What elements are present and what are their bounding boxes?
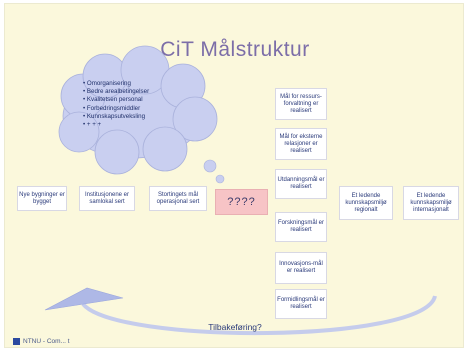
box-external-relations: Mål for eksterne relasjoner er realisert — [275, 128, 327, 160]
footer-text: NTNU - Com... t — [23, 338, 70, 345]
cloud-item: • Forbedringsmiddler — [83, 104, 141, 112]
cloud-item: • Kunnskapsutveksling — [83, 112, 146, 120]
feedback-arrow — [81, 295, 437, 336]
box-unknown: ???? — [215, 189, 268, 215]
box-education-goal: Utdanningsmål er realisert — [275, 169, 327, 199]
slide: CiT Målstruktur • Omorganisering • Bedre… — [4, 3, 464, 348]
cloud-item: • Omorganisering — [83, 80, 131, 87]
box-resource-management: Mål for ressurs-forvaltning er realisert — [275, 88, 327, 120]
footer: NTNU - Com... t — [13, 338, 70, 345]
cloud-item: • Bedre arealbetingelser — [83, 88, 150, 96]
thought-dots — [203, 159, 225, 184]
box-new-buildings: Nye bygninger er bygget — [17, 186, 67, 211]
diagram-graphics — [44, 45, 437, 336]
cloud-item: • Kvalitetsen personal — [83, 96, 143, 104]
ntnu-logo-icon — [13, 338, 20, 345]
box-regional-leader: Et ledende kunnskapsmiljø regionalt — [339, 186, 393, 220]
box-innovation-goal: Innovasjons-mål er realisert — [275, 252, 327, 284]
thought-cloud — [58, 45, 218, 175]
feedback-label: Tilbakeføring? — [208, 322, 262, 332]
cloud-item: • + + + — [83, 121, 102, 129]
box-dissemination-goal: Formidlingsmål er realisert — [275, 289, 327, 319]
box-international-leader: Et ledende kunnskapsmiljø internasjonalt — [403, 186, 459, 220]
box-institutions-colocated: Institusjonene er samlokal sert — [79, 186, 135, 211]
box-parliament-goals: Stortingets mål operasjonal sert — [149, 186, 207, 211]
cloud-list: • Omorganisering • Bedre arealbetingelse… — [83, 80, 149, 129]
slide-title: CiT Målstruktur — [160, 38, 310, 61]
box-research-goal: Forskningsmål er realisert — [275, 212, 327, 242]
feedback-arrowhead — [44, 287, 124, 311]
